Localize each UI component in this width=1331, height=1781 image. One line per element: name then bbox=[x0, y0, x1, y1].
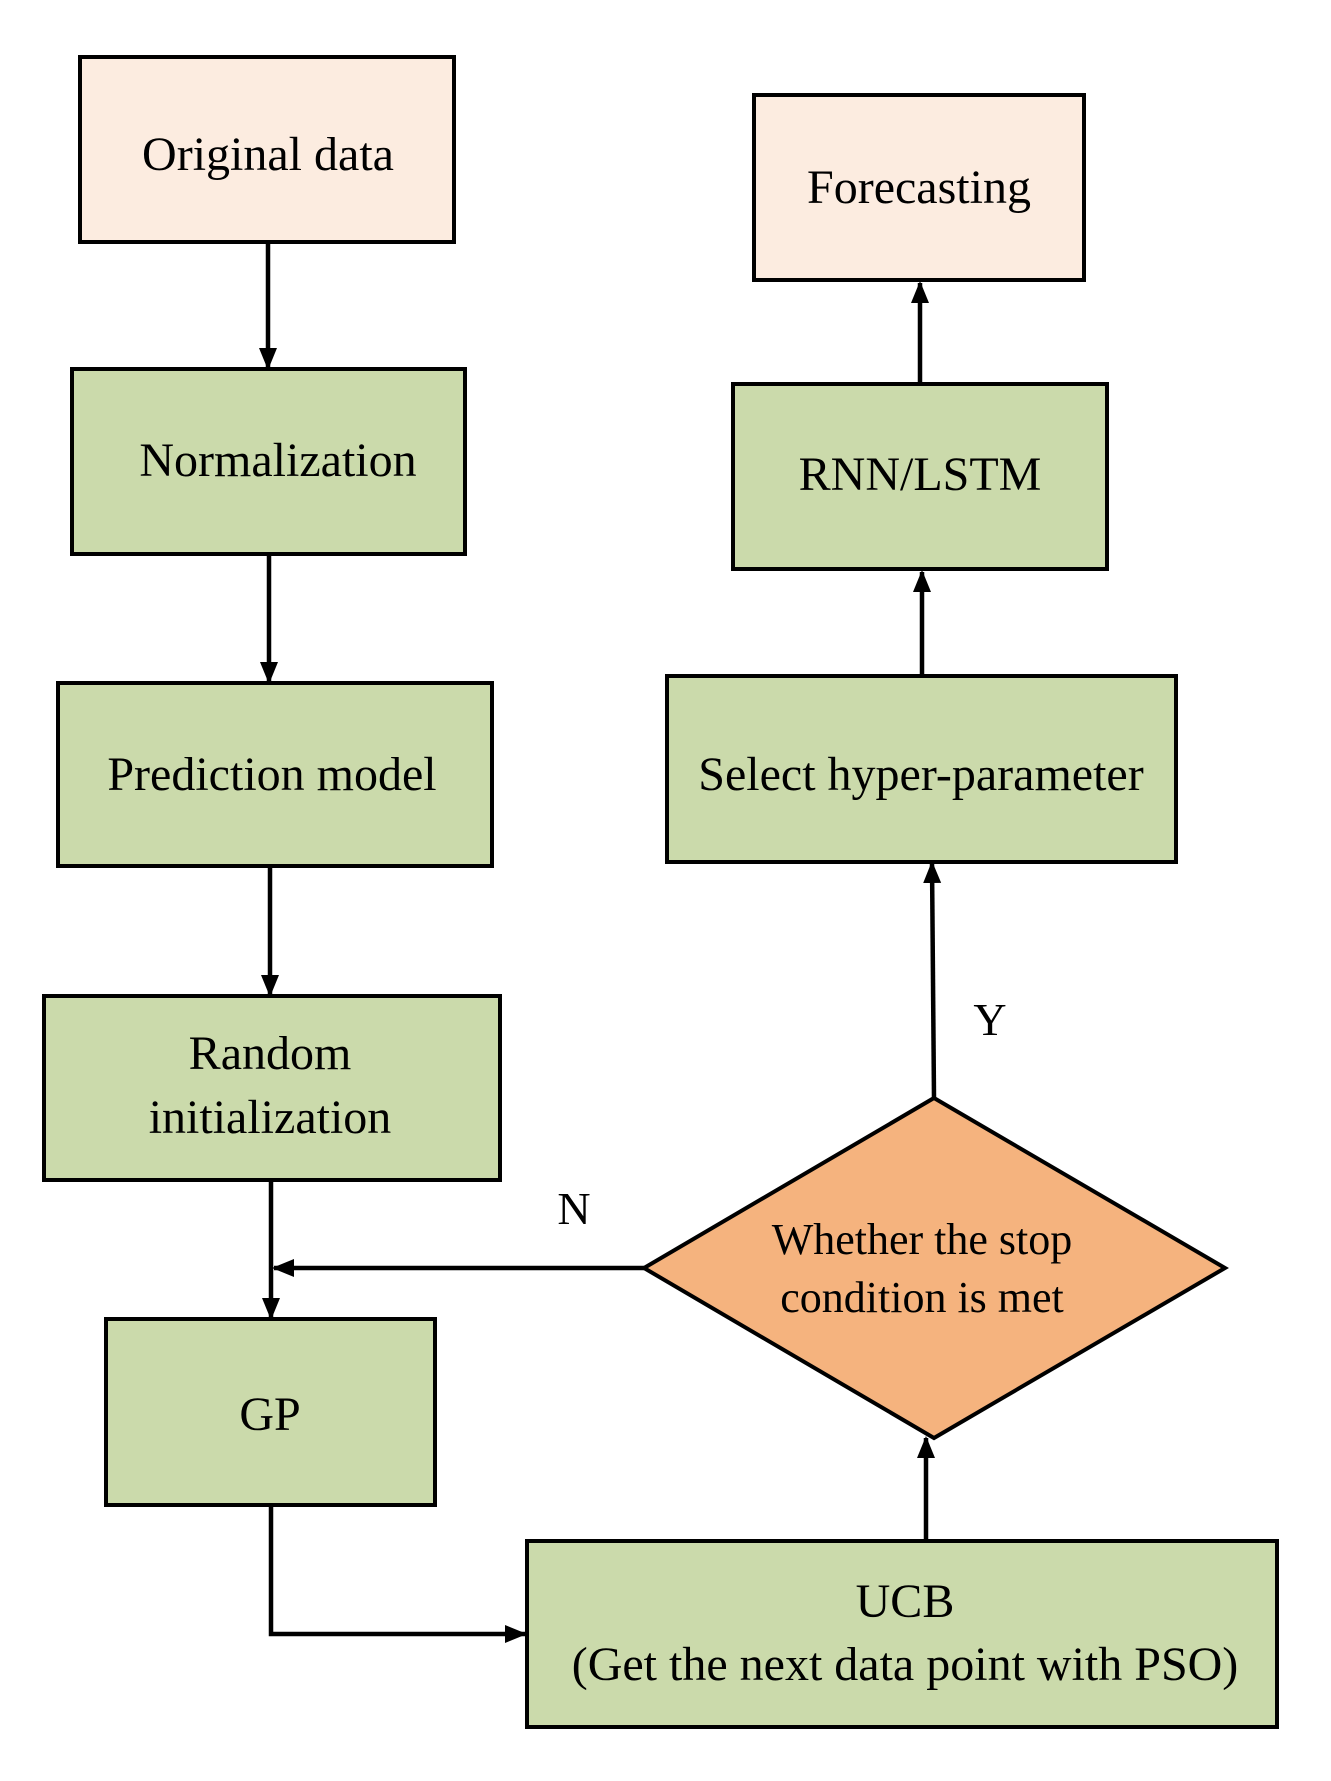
edge-decision-yes-to-select bbox=[923, 861, 942, 1099]
node-prediction-model: Prediction model bbox=[56, 681, 494, 868]
decision-line2: condition is met bbox=[780, 1273, 1064, 1322]
random-initialization-box bbox=[42, 994, 502, 1182]
select-hyper-parameter-label: Select hyper-parameter bbox=[698, 748, 1143, 801]
normalization-box bbox=[70, 367, 467, 556]
gp-box bbox=[104, 1317, 437, 1507]
node-decision: Whether the stop condition is met bbox=[640, 1095, 1229, 1441]
select-hyper-parameter-box bbox=[665, 674, 1178, 864]
edge-label-yes: Y bbox=[973, 994, 1006, 1045]
node-rnn-lstm: RNN/LSTM bbox=[731, 382, 1109, 571]
ucb-box bbox=[525, 1539, 1279, 1729]
decision-line1: Whether the stop bbox=[772, 1215, 1073, 1264]
prediction-model-label: Prediction model bbox=[107, 748, 436, 801]
decision-diamond bbox=[640, 1095, 1229, 1441]
random-initialization-line2: initialization bbox=[149, 1091, 392, 1144]
node-normalization: Normalization bbox=[70, 367, 467, 556]
edge-label-no: N bbox=[557, 1183, 590, 1234]
prediction-model-box bbox=[56, 681, 494, 868]
node-ucb: UCB (Get the next data point with PSO) bbox=[525, 1539, 1279, 1729]
original-data-box bbox=[78, 55, 456, 244]
node-select-hyper-parameter: Select hyper-parameter bbox=[665, 674, 1178, 864]
node-random-initialization: Random initialization bbox=[42, 994, 502, 1182]
normalization-label: Normalization bbox=[139, 434, 416, 487]
node-forecasting: Forecasting bbox=[752, 93, 1086, 282]
random-initialization-line1: Random bbox=[189, 1027, 352, 1080]
forecasting-label: Forecasting bbox=[807, 161, 1031, 214]
original-data-label: Original data bbox=[142, 128, 394, 181]
forecasting-box bbox=[752, 93, 1086, 282]
rnn-lstm-label: RNN/LSTM bbox=[799, 448, 1042, 501]
edge-gp-to-ucb bbox=[268, 1505, 527, 1643]
node-gp: GP bbox=[104, 1317, 437, 1507]
gp-label: GP bbox=[239, 1388, 300, 1441]
ucb-line1: UCB bbox=[856, 1575, 955, 1628]
node-original-data: Original data bbox=[78, 55, 456, 244]
rnn-lstm-box bbox=[731, 382, 1109, 571]
ucb-line2: (Get the next data point with PSO) bbox=[572, 1638, 1239, 1691]
